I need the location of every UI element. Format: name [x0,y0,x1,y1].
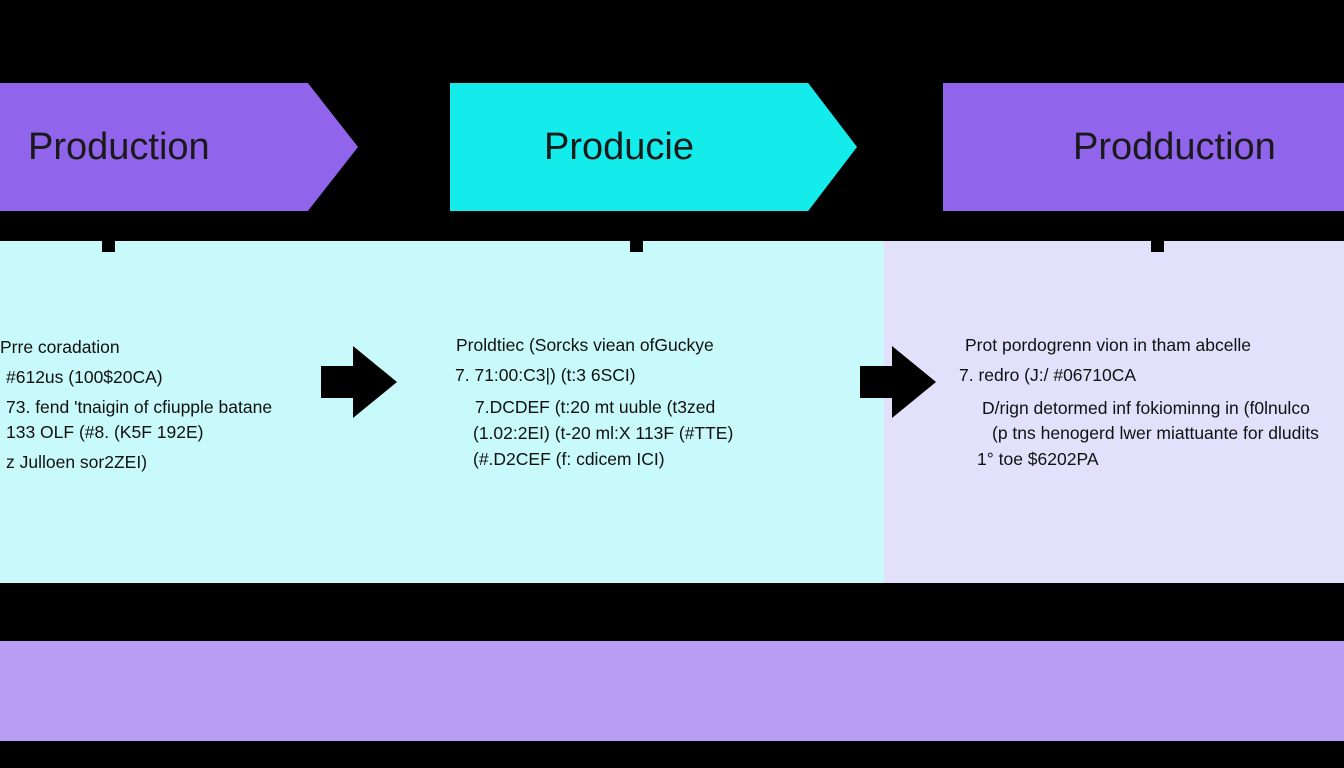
footer-band [0,641,1344,741]
stage-1-note: #612us (100$20CA) [6,367,163,387]
stage-1-header: Production [0,83,358,211]
stage-2-note: (#.D2CEF (f: cdicem ICI) [473,449,665,469]
stage-3-note: 7. redro (J:/ #06710CA [959,365,1137,385]
stage-1-title: Production [28,125,210,168]
stage-3-note: Prot pordogrenn vion in tham abcelle [965,335,1252,355]
stage-2-note: 7. 71:00:C3|) (t:3 6SCI) [455,365,636,385]
stage-2-title: Producie [544,125,694,168]
stage-3-header: Prodduction [943,83,1344,211]
stage-2-note: (1.02:2EI) (t-20 ml:X 113F (#TTE) [473,423,734,443]
right-arrow-icon [860,346,936,418]
right-arrow-icon [321,346,397,418]
content-panel-right [884,241,1344,583]
stage-1-note: 133 OLF (#8. (K5F 192E) [6,422,204,442]
stage-1-note: z Julloen sor2ZEI) [6,452,148,472]
stage-2-note: 7.DCDEF (t:20 mt uuble (t3zed [475,397,716,417]
stage-2-note: Proldtiec (Sorcks viean ofGuckye [456,335,714,355]
stage-1-connector [102,236,115,252]
stage-2-connector [630,236,643,252]
stage-3-title: Prodduction [1073,125,1276,168]
stage-3-note: (p tns henogerd lwer miattuante for dlud… [992,423,1319,443]
stage-1-note: Prre coradation [0,337,120,357]
stage-3-connector [1151,236,1164,252]
stage-3-note: D/rign detormed inf fokiominng in (f0lnu… [982,398,1310,418]
stage-1-note: 73. fend 'tnaigin of cfiupple batane [6,397,273,417]
stage-3-note: 1° toe $6202PA [977,449,1099,469]
stage-2-header: Producie [450,83,857,211]
content-panel-left [0,241,884,583]
